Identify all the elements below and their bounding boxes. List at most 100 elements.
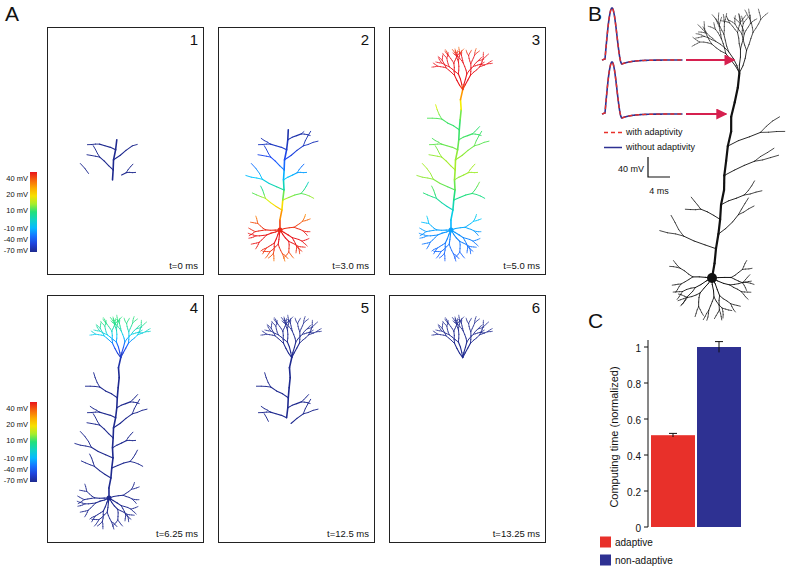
dendrite (95, 378, 97, 383)
scale-bar (648, 157, 670, 177)
dendrite (748, 275, 750, 277)
dendrite (673, 261, 675, 264)
dendrite (469, 329, 471, 332)
dendrite (118, 513, 119, 517)
dendrite (761, 153, 768, 157)
dendrite (271, 387, 277, 391)
dendrite (299, 167, 301, 170)
dendrite (261, 250, 263, 251)
dendrite (460, 90, 462, 100)
dendrite (262, 155, 266, 157)
dendrite (725, 17, 727, 20)
dendrite (287, 319, 288, 320)
dendrite (456, 55, 458, 57)
dendrite (287, 330, 288, 334)
dendrite (118, 495, 123, 497)
dendrite (739, 17, 740, 20)
dendrite (93, 146, 95, 150)
dendrite (269, 252, 270, 254)
dendrite (697, 42, 700, 43)
dendrite (455, 51, 457, 53)
dendrite (306, 234, 307, 236)
dendrite (271, 232, 276, 233)
dendrite (749, 132, 760, 136)
dendrite (448, 64, 449, 67)
dendrite (459, 175, 464, 177)
dendrite (438, 66, 441, 67)
dendrite (274, 319, 275, 321)
dendrite (678, 300, 681, 301)
dendrite (263, 235, 266, 236)
dendrite (111, 331, 112, 335)
dendrite (302, 333, 304, 335)
dendrite (91, 412, 95, 413)
dendrite (93, 462, 94, 466)
dendrite (441, 230, 446, 231)
dendrite (283, 170, 285, 180)
dendrite (454, 49, 455, 51)
dendrite (292, 404, 297, 406)
dendrite (681, 304, 683, 306)
dendrite (126, 402, 131, 404)
dendrite (115, 319, 116, 321)
dendrite (112, 502, 115, 506)
dendrite (741, 292, 743, 295)
dendrite (437, 229, 442, 231)
dendrite (277, 187, 284, 190)
dendrite (740, 44, 741, 49)
dendrite (458, 330, 459, 334)
dendrite (134, 329, 136, 331)
dendrite (307, 332, 309, 334)
axis-tick (644, 455, 648, 456)
dendrite (478, 332, 480, 334)
dendrite (285, 155, 291, 159)
dendrite (439, 257, 441, 258)
dendrite (446, 58, 448, 61)
dendrite (312, 320, 313, 322)
dendrite (267, 254, 268, 256)
dendrite (484, 141, 489, 142)
dendrite (460, 227, 465, 229)
dendrite (297, 324, 298, 327)
dendrite (289, 368, 291, 378)
dendrite (261, 406, 264, 408)
dendrite (456, 227, 461, 229)
dendrite (449, 235, 451, 240)
dendrite (470, 251, 471, 254)
dendrite (77, 501, 80, 502)
dendrite (80, 164, 84, 169)
dendrite (724, 34, 725, 40)
dendrite (713, 38, 716, 41)
dendrite (487, 322, 489, 324)
dendrite (134, 332, 136, 334)
dendrite (696, 209, 701, 211)
dendrite (308, 410, 313, 412)
dendrite (447, 55, 449, 56)
dendrite (103, 333, 104, 336)
dendrite (478, 319, 480, 320)
tick-label-holder: 0.4 (627, 447, 641, 463)
time-stamp: t=3.0 ms (332, 261, 369, 271)
dendrite (135, 512, 137, 514)
dendrite (475, 317, 477, 319)
dendrite (475, 239, 477, 241)
bar (697, 347, 741, 527)
dendrite (100, 425, 105, 429)
dendrite (730, 23, 733, 26)
dendrite (276, 323, 278, 324)
dendrite (744, 263, 745, 266)
dendrite (90, 334, 92, 335)
dendrite (271, 329, 272, 331)
dendrite (129, 172, 132, 173)
dendrite (465, 334, 466, 338)
dendrite (749, 206, 754, 209)
dendrite (96, 330, 98, 331)
dendrite (94, 329, 96, 330)
dendrite (474, 321, 475, 323)
dendrite (284, 319, 285, 321)
dendrite (80, 445, 86, 447)
dendrite (435, 194, 436, 198)
dendrite (307, 328, 309, 330)
dendrite (455, 76, 457, 81)
dendrite (747, 13, 748, 16)
